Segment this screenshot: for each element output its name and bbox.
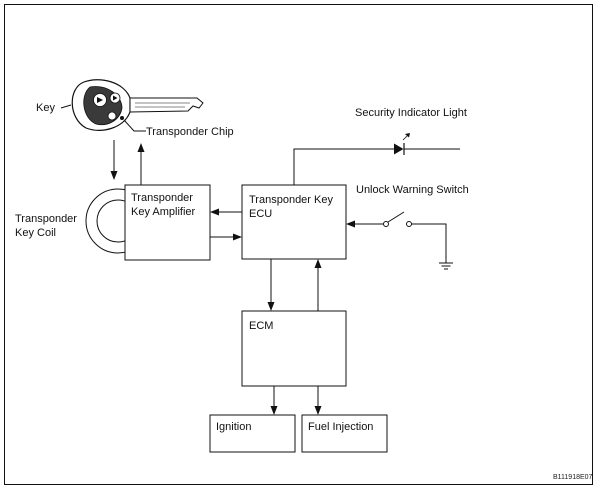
ignition-label: Ignition [216, 421, 251, 433]
ignition-block [209, 414, 296, 453]
transponder-chip-leader-line [123, 119, 146, 132]
switch-ground-wire [411, 223, 447, 263]
arrow-ecm-to-ignition [270, 406, 278, 415]
figure-frame [4, 4, 593, 485]
key-label: Key [36, 102, 55, 114]
arrow-amplifier-to-ecu [233, 233, 242, 241]
unlock-warning-switch-label: Unlock Warning Switch [356, 184, 469, 196]
arrow-ecm-to-ecu [314, 259, 322, 268]
ground-symbol-icon [439, 262, 453, 270]
key-icon [71, 79, 204, 131]
fuel-injection-block [301, 414, 388, 453]
transponder-key-ecu-label: Transponder Key ECU [249, 194, 336, 220]
security-indicator-light-label: Security Indicator Light [355, 107, 467, 119]
arrow-switch-to-ecu [346, 220, 355, 228]
transponder-key-coil-label: Transponder Key Coil [15, 213, 80, 239]
arrow-key-to-amplifier [110, 171, 118, 180]
arrow-ecm-to-fuel-injection [314, 406, 322, 415]
transponder-key-ecu-block [241, 184, 347, 260]
arrow-ecu-to-ecm [267, 302, 275, 311]
led-symbol-icon [394, 133, 410, 155]
ecm-block [241, 310, 347, 387]
key-leader-line [60, 104, 72, 109]
arrow-amplifier-to-key [137, 143, 145, 152]
switch-symbol-icon [383, 211, 412, 227]
fuel-injection-label: Fuel Injection [308, 421, 373, 433]
ecm-label: ECM [249, 320, 273, 332]
security-indicator-wire [293, 148, 460, 185]
transponder-key-amplifier-block [124, 184, 211, 261]
figure-code: B111918E07 [553, 474, 593, 481]
transponder-key-amplifier-label: Transponder Key Amplifier [131, 192, 196, 218]
transponder-chip-marker [120, 116, 124, 120]
transponder-chip-label: Transponder Chip [146, 126, 234, 138]
arrow-ecu-to-amplifier [210, 208, 219, 216]
